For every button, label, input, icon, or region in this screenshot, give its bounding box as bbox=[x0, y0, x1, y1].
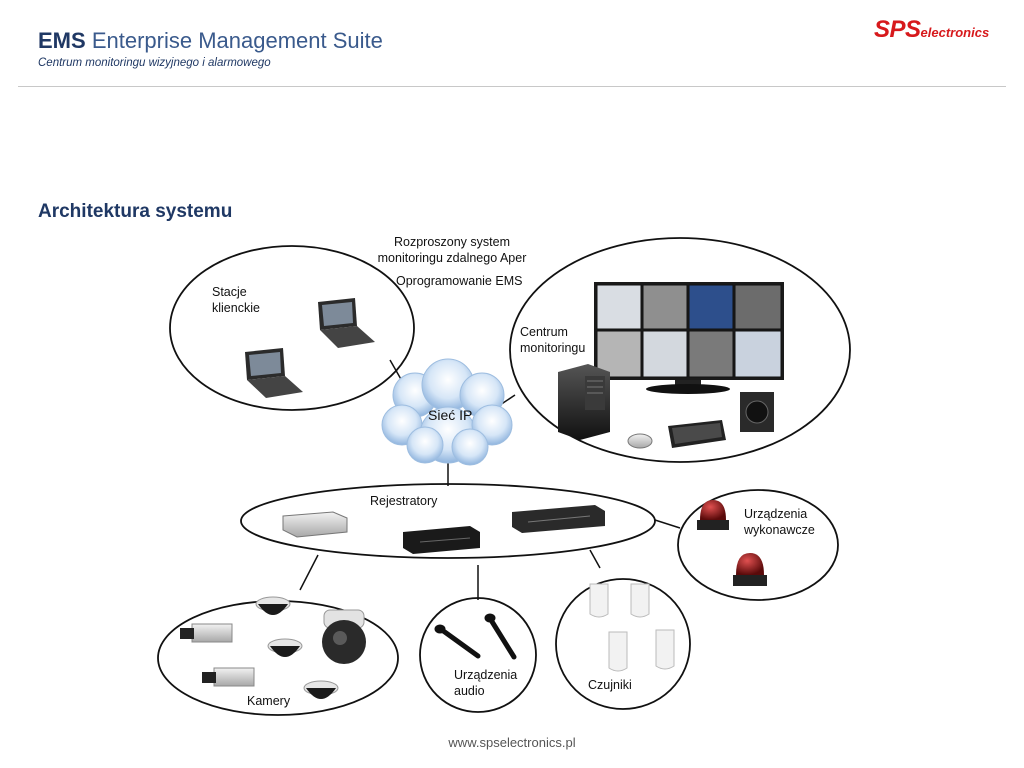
clients-label-line2: klienckie bbox=[212, 301, 260, 315]
sensors-label: Czujniki bbox=[588, 678, 632, 692]
line-recorders-sensors bbox=[589, 549, 601, 569]
clients-ellipse bbox=[169, 245, 415, 411]
mouse-icon bbox=[627, 433, 653, 449]
footer-url: www.spselectronics.pl bbox=[448, 735, 576, 750]
line-recorders-cameras bbox=[299, 554, 319, 591]
software-label: Oprogramowanie EMS bbox=[396, 274, 523, 288]
page-title: EMS Enterprise Management Suite bbox=[38, 28, 383, 54]
monitoring-label-line2: monitoringu bbox=[520, 341, 586, 355]
laptop-icon bbox=[318, 298, 375, 348]
actuators-label: Urządzenia wykonawcze bbox=[744, 506, 815, 538]
beacon-icon bbox=[697, 500, 729, 530]
recorder-icon bbox=[512, 505, 605, 533]
recorders-label: Rejestratory bbox=[370, 494, 438, 508]
cloud-icon bbox=[381, 358, 513, 466]
company-logo: SPSelectronics bbox=[874, 16, 989, 44]
clients-label: Stacje klienckie bbox=[212, 284, 260, 316]
motion-sensor-icon bbox=[608, 631, 628, 672]
recorder-icon bbox=[403, 526, 480, 554]
network-label: Sieć IP bbox=[428, 407, 473, 423]
system-label-line2: monitoringu zdalnego Aper bbox=[377, 251, 527, 265]
page-subtitle: Centrum monitoringu wizyjnego i alarmowe… bbox=[38, 57, 271, 69]
logo-sub: electronics bbox=[920, 25, 990, 40]
recorders-ellipse bbox=[240, 483, 656, 559]
header-divider bbox=[18, 86, 1006, 87]
video-wall-icon bbox=[594, 282, 784, 394]
monitoring-ellipse bbox=[509, 237, 851, 463]
recorder-icon bbox=[282, 511, 348, 538]
box-camera-icon bbox=[202, 667, 255, 687]
system-label: Rozproszony system monitoringu zdalnego … bbox=[372, 234, 532, 266]
line-recorders-actuators bbox=[654, 519, 681, 529]
keyboard-icon bbox=[668, 420, 726, 448]
audio-ellipse bbox=[419, 597, 537, 713]
motion-sensor-icon bbox=[655, 629, 675, 670]
box-camera-icon bbox=[180, 623, 233, 643]
microphone-icon bbox=[434, 624, 481, 659]
monitoring-label: Centrum monitoringu bbox=[520, 324, 585, 356]
laptop-icon bbox=[245, 348, 303, 398]
beacon-icon bbox=[733, 553, 767, 586]
system-label-line1: Rozproszony system bbox=[393, 235, 510, 249]
dome-camera-icon bbox=[267, 638, 303, 657]
actuators-label-line1: Urządzenia bbox=[744, 507, 808, 521]
microphone-icon bbox=[484, 613, 517, 660]
dome-camera-icon bbox=[303, 680, 339, 699]
audio-label-line1: Urządzenia bbox=[454, 668, 518, 682]
clients-label-line1: Stacje bbox=[212, 285, 247, 299]
title-bold: EMS bbox=[38, 28, 86, 53]
section-title: Architektura systemu bbox=[38, 201, 233, 222]
audio-label: Urządzenia audio bbox=[454, 667, 517, 699]
speaker-icon bbox=[740, 392, 774, 432]
sensors-ellipse bbox=[555, 578, 691, 710]
ptz-camera-icon bbox=[322, 609, 366, 664]
dome-camera-icon bbox=[255, 596, 291, 615]
monitoring-label-line1: Centrum bbox=[520, 325, 568, 339]
motion-sensor-icon bbox=[630, 583, 650, 618]
cameras-label: Kamery bbox=[247, 694, 291, 708]
actuators-ellipse bbox=[677, 489, 839, 601]
title-rest: Enterprise Management Suite bbox=[91, 28, 383, 53]
motion-sensor-icon bbox=[589, 583, 609, 618]
logo-main: SPS bbox=[874, 16, 921, 43]
server-icon bbox=[558, 364, 610, 440]
connector-lines bbox=[299, 359, 681, 600]
audio-label-line2: audio bbox=[454, 684, 485, 698]
actuators-label-line2: wykonawcze bbox=[744, 523, 815, 537]
